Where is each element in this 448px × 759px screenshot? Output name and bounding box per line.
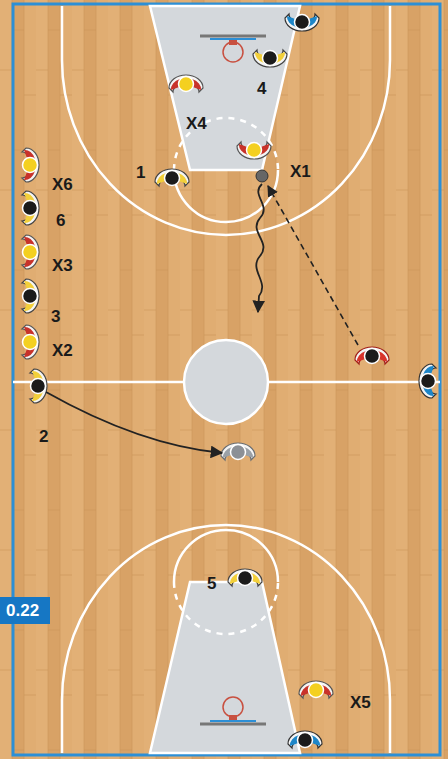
player-icon (221, 443, 255, 460)
player-icon (355, 347, 389, 364)
player-label: 6 (56, 212, 65, 229)
player-icon (30, 369, 47, 403)
player-label: 5 (207, 575, 216, 592)
player-icon (22, 191, 39, 225)
player-label: 2 (39, 428, 48, 445)
ball (256, 170, 268, 182)
basket (200, 697, 266, 724)
player-icon (253, 50, 287, 67)
player-icon (155, 169, 189, 186)
figure-number: 0.22 (6, 602, 44, 619)
player-icon (237, 142, 271, 159)
player-label: 3 (51, 308, 60, 325)
player-icon (22, 325, 39, 359)
player-icon (228, 569, 262, 586)
dribble-arrow (256, 184, 263, 312)
player-icon (299, 681, 333, 698)
player-icon (288, 731, 322, 748)
player-label: X5 (350, 694, 371, 711)
player-label: X4 (186, 115, 207, 132)
figure-number-box: 0.22 (0, 597, 50, 624)
player-icon (169, 75, 203, 92)
cut-arrow (46, 392, 222, 453)
player-label: X1 (290, 163, 311, 180)
court-lines (13, 6, 440, 753)
player-label: 4 (257, 80, 266, 97)
player-icon (22, 148, 39, 182)
player-label: X2 (52, 342, 73, 359)
player-icon (419, 364, 436, 398)
pass-arrow (268, 186, 358, 345)
player-label: X6 (52, 176, 73, 193)
player-icon (22, 279, 39, 313)
player-label: X3 (52, 257, 73, 274)
court-frame (13, 4, 440, 755)
player-icon (22, 235, 39, 269)
player-icon (285, 14, 319, 31)
player-label: 1 (136, 164, 145, 181)
